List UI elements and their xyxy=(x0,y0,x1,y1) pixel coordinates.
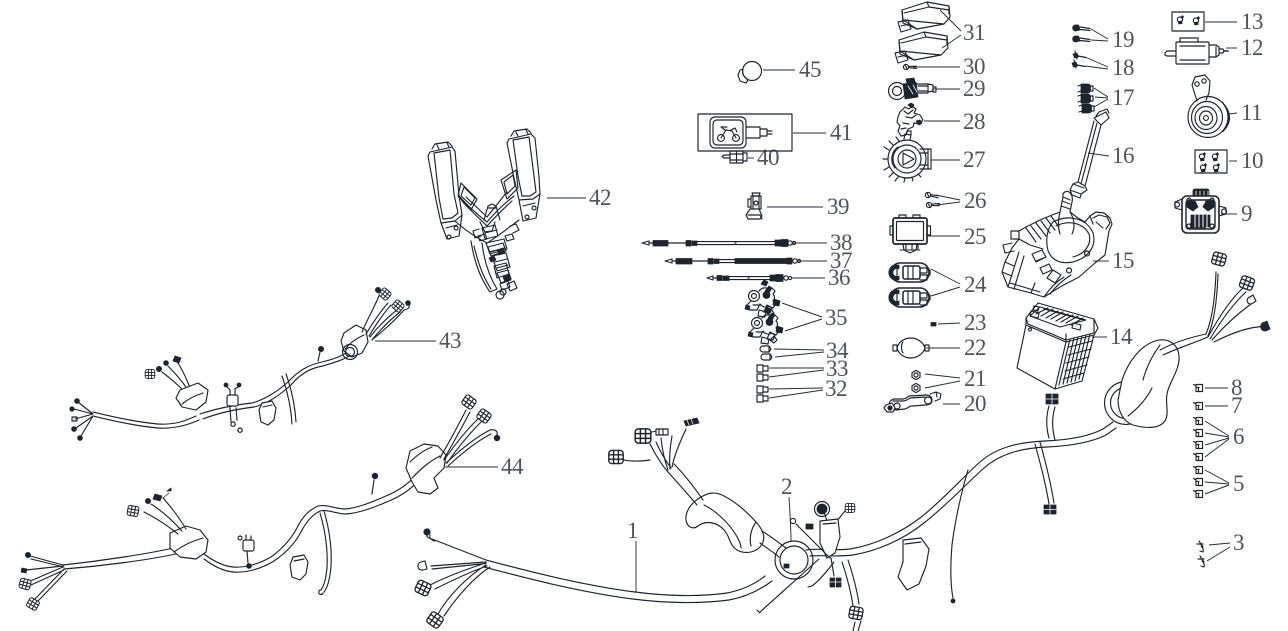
svg-text:38: 38 xyxy=(830,230,852,255)
svg-text:36: 36 xyxy=(828,265,850,290)
svg-text:1: 1 xyxy=(627,518,638,543)
svg-text:30: 30 xyxy=(963,54,985,79)
svg-text:10: 10 xyxy=(1241,148,1263,173)
svg-text:28: 28 xyxy=(963,109,985,134)
svg-text:25: 25 xyxy=(964,224,986,249)
svg-text:23: 23 xyxy=(964,310,986,335)
svg-text:6: 6 xyxy=(1233,424,1244,449)
svg-text:34: 34 xyxy=(826,338,849,363)
svg-text:21: 21 xyxy=(964,366,986,391)
svg-text:32: 32 xyxy=(825,376,847,401)
svg-text:39: 39 xyxy=(827,194,849,219)
svg-text:24: 24 xyxy=(964,272,987,297)
svg-text:19: 19 xyxy=(1112,27,1134,52)
svg-text:8: 8 xyxy=(1231,375,1242,400)
svg-text:44: 44 xyxy=(501,454,524,479)
svg-text:17: 17 xyxy=(1112,85,1134,110)
svg-text:13: 13 xyxy=(1241,9,1263,34)
svg-text:31: 31 xyxy=(963,20,985,45)
svg-text:3: 3 xyxy=(1233,530,1244,555)
svg-text:16: 16 xyxy=(1112,143,1134,168)
svg-text:12: 12 xyxy=(1241,35,1263,60)
svg-text:42: 42 xyxy=(589,185,611,210)
svg-text:33: 33 xyxy=(826,356,848,381)
svg-text:27: 27 xyxy=(963,147,985,172)
svg-text:35: 35 xyxy=(825,305,847,330)
svg-text:22: 22 xyxy=(964,335,986,360)
svg-text:18: 18 xyxy=(1112,55,1134,80)
svg-text:9: 9 xyxy=(1241,201,1252,226)
svg-text:37: 37 xyxy=(830,248,852,273)
svg-text:43: 43 xyxy=(439,328,461,353)
svg-text:14: 14 xyxy=(1110,324,1133,349)
svg-text:29: 29 xyxy=(963,76,985,101)
svg-text:45: 45 xyxy=(799,57,821,82)
svg-text:15: 15 xyxy=(1112,248,1134,273)
svg-text:7: 7 xyxy=(1231,393,1242,418)
svg-text:5: 5 xyxy=(1233,471,1244,496)
svg-text:41: 41 xyxy=(830,120,852,145)
svg-text:26: 26 xyxy=(964,188,986,213)
svg-text:40: 40 xyxy=(757,145,779,170)
svg-text:2: 2 xyxy=(781,474,792,499)
svg-text:20: 20 xyxy=(964,391,986,416)
svg-text:11: 11 xyxy=(1241,100,1262,125)
